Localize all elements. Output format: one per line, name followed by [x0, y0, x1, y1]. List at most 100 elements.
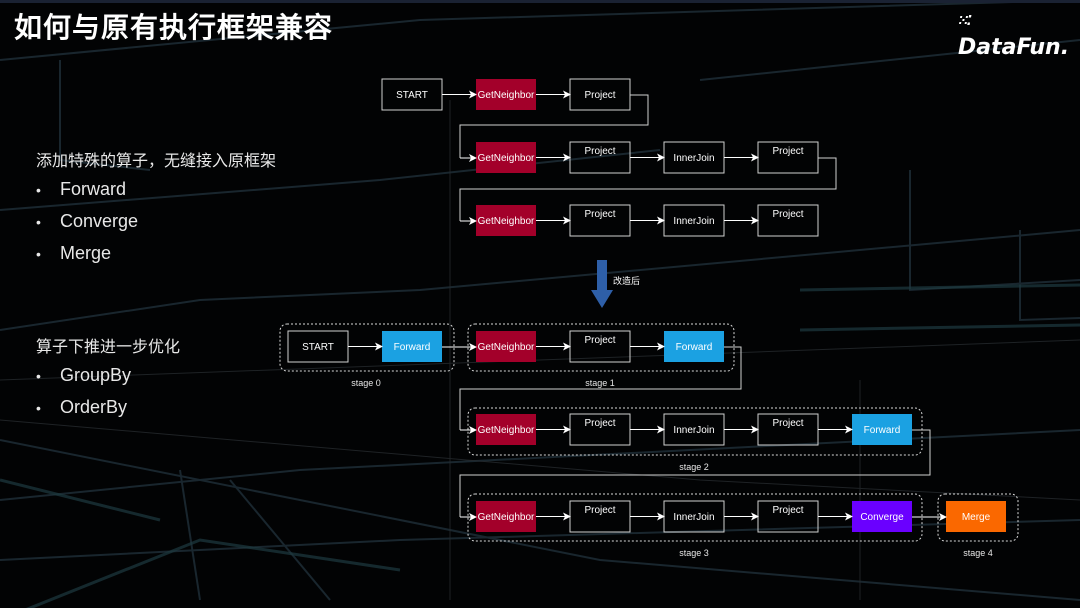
node-label: InnerJoin — [673, 216, 714, 227]
bullet-label: Forward — [60, 179, 127, 199]
node-box — [476, 501, 536, 532]
node-innerjoin: InnerJoin — [663, 141, 725, 174]
node-converge: Converge — [852, 501, 912, 532]
node-innerjoin: InnerJoin — [663, 413, 725, 446]
bullet-label: OrderBy — [60, 397, 128, 417]
down-arrow-icon — [591, 260, 613, 308]
node-label: GetNeighbor — [478, 425, 535, 436]
node-getneighbor: GetNeighbor — [476, 501, 536, 532]
stage-boundary — [279, 323, 455, 372]
node-box — [476, 79, 536, 110]
node-label: InnerJoin — [673, 425, 714, 436]
node-forward: Forward — [852, 414, 912, 445]
top-border — [0, 0, 1080, 3]
node-label: Project — [772, 418, 803, 429]
connector-line — [459, 346, 742, 430]
node-label: Project — [584, 146, 615, 157]
stage-boundary — [467, 407, 923, 456]
slide-title: 如何与原有执行框架兼容 — [14, 11, 334, 44]
node-box — [476, 331, 536, 362]
connector-line — [459, 157, 837, 221]
node-label: Project — [584, 335, 615, 346]
stage-label: stage 3 — [679, 548, 709, 558]
node-getneighbor: GetNeighbor — [476, 79, 536, 110]
node-box — [852, 414, 912, 445]
node-forward: Forward — [664, 331, 724, 362]
node-forward: Forward — [382, 331, 442, 362]
node-box — [946, 501, 1006, 532]
node-label: Forward — [864, 425, 901, 436]
stage-boundary — [467, 323, 735, 372]
node-label: InnerJoin — [673, 512, 714, 523]
node-label: Project — [584, 90, 615, 101]
node-project: Project — [569, 141, 631, 174]
stage-label: stage 4 — [963, 548, 993, 558]
bullet-item: • GroupBy — [36, 365, 131, 386]
node-project: Project — [569, 204, 631, 237]
node-box — [476, 205, 536, 236]
node-label: Project — [584, 418, 615, 429]
section1-heading: 添加特殊的算子，无缝接入原框架 — [36, 151, 277, 170]
dots-icon: ⁙⁚ — [958, 14, 972, 29]
node-project: Project — [757, 500, 819, 533]
node-getneighbor: GetNeighbor — [476, 414, 536, 445]
section2-heading: 算子下推进一步优化 — [36, 337, 181, 356]
bullet-icon: • — [36, 400, 41, 416]
bullet-item: • Forward — [36, 179, 126, 200]
node-label: START — [396, 90, 428, 101]
node-label: GetNeighbor — [478, 216, 535, 227]
stage-label: stage 0 — [351, 378, 381, 388]
node-label: GetNeighbor — [478, 342, 535, 353]
datafun-logo: ⁙⁚ DataFun. — [958, 10, 1080, 60]
node-label: GetNeighbor — [478, 512, 535, 523]
bullet-icon: • — [36, 214, 41, 230]
node-label: Project — [772, 209, 803, 220]
node-project: Project — [569, 500, 631, 533]
node-getneighbor: GetNeighbor — [476, 205, 536, 236]
bullet-icon: • — [36, 182, 41, 198]
node-project: Project — [569, 78, 631, 111]
transform-label: 改造后 — [613, 275, 640, 287]
bullet-label: Merge — [60, 243, 112, 263]
stage-boundary — [937, 493, 1019, 542]
logo-text: DataFun. — [958, 35, 1070, 60]
node-label: GetNeighbor — [478, 153, 535, 164]
bullet-icon: • — [36, 246, 41, 262]
node-label: Forward — [394, 342, 431, 353]
node-label: Forward — [676, 342, 713, 353]
node-merge: Merge — [946, 501, 1006, 532]
node-label: GetNeighbor — [478, 90, 535, 101]
node-box — [476, 142, 536, 173]
node-label: Project — [584, 505, 615, 516]
node-project: Project — [757, 141, 819, 174]
node-label: Project — [772, 505, 803, 516]
node-box — [382, 331, 442, 362]
connector-line — [459, 94, 649, 158]
node-label: Converge — [860, 512, 904, 523]
bullet-label: GroupBy — [60, 365, 132, 385]
node-box — [476, 414, 536, 445]
transform-arrow: 改造后 — [591, 260, 640, 308]
node-project: Project — [757, 204, 819, 237]
bullet-icon: • — [36, 368, 41, 384]
stage-label: stage 2 — [679, 462, 709, 472]
node-box — [852, 501, 912, 532]
node-start: START — [381, 78, 443, 111]
node-project: Project — [569, 413, 631, 446]
node-project: Project — [569, 330, 631, 363]
node-getneighbor: GetNeighbor — [476, 331, 536, 362]
stage-label: stage 1 — [585, 378, 615, 388]
node-label: Project — [584, 209, 615, 220]
bullet-label: Converge — [60, 211, 139, 231]
stage-boundary — [467, 493, 923, 542]
bullet-item: • OrderBy — [36, 397, 127, 418]
node-label: InnerJoin — [673, 153, 714, 164]
